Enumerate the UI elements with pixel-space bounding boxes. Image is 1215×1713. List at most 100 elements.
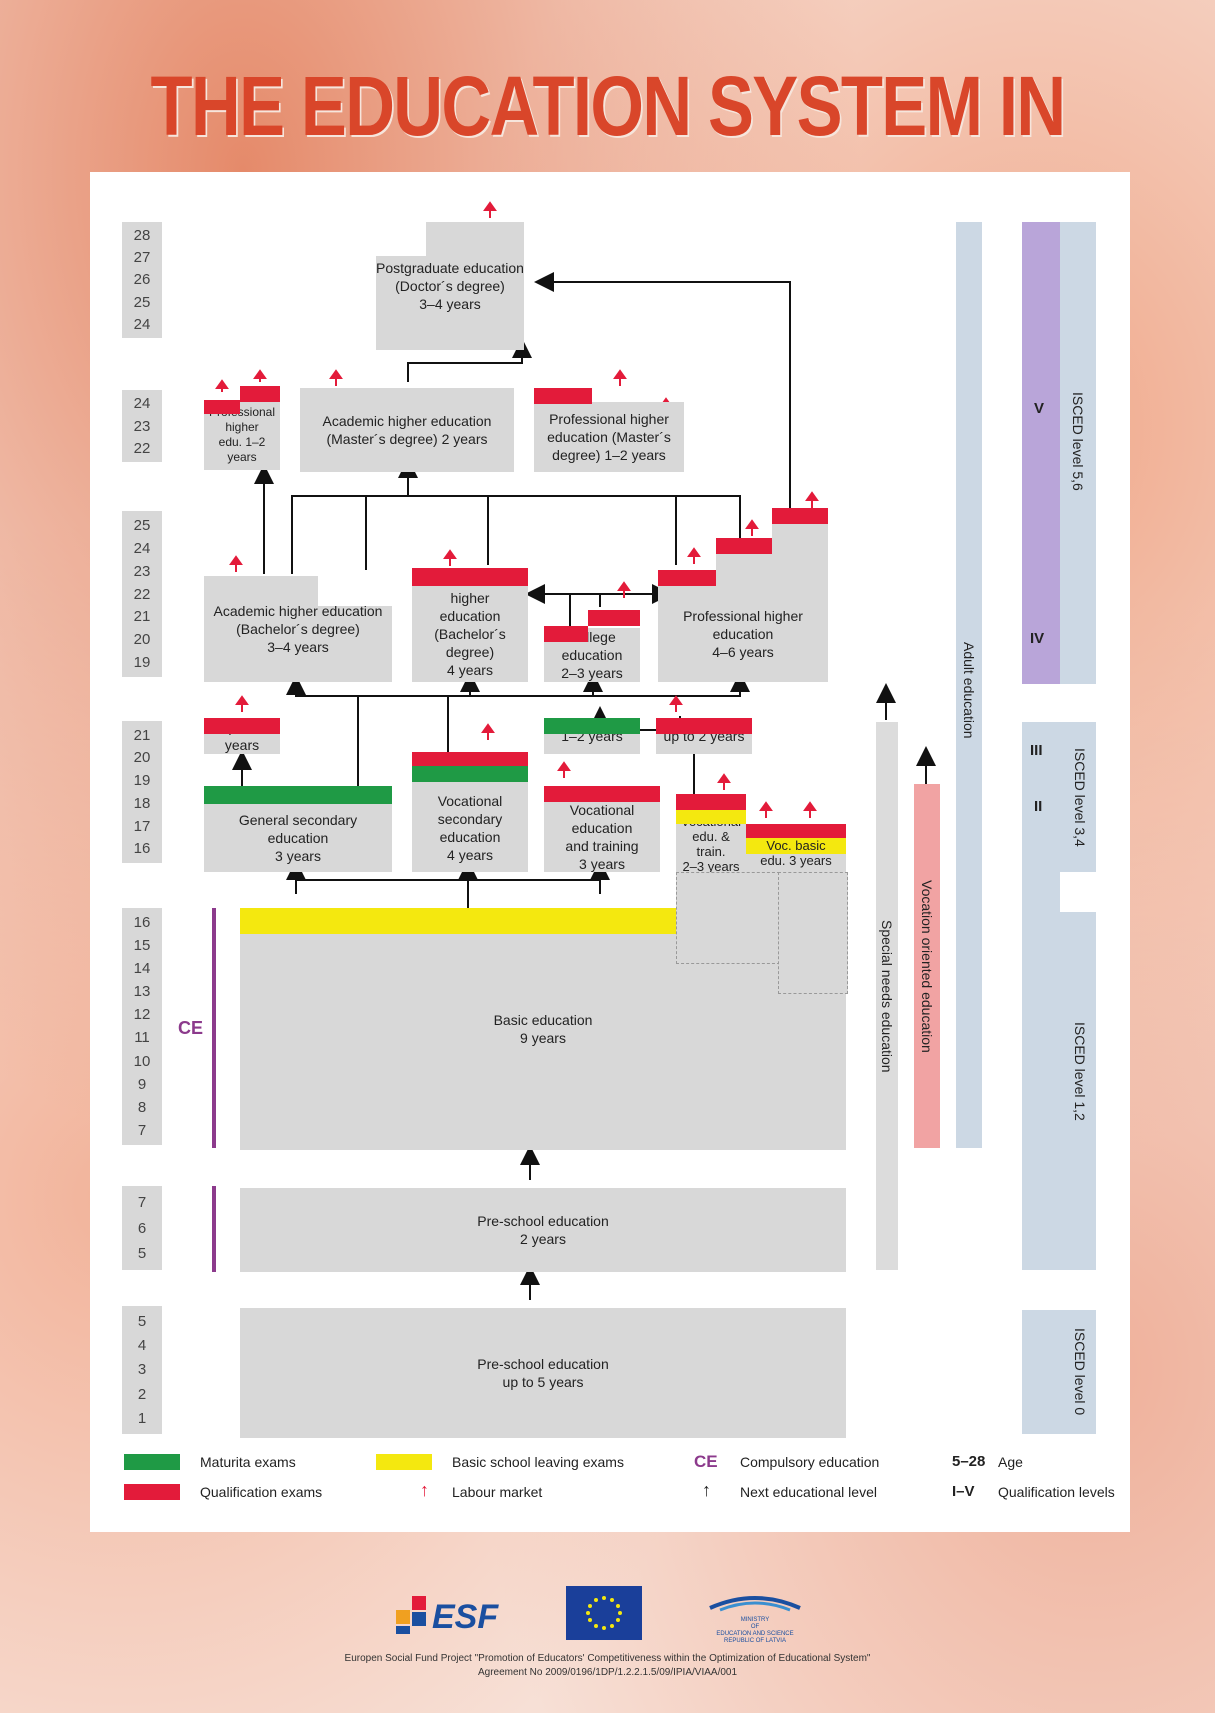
age-label: 23 — [133, 417, 151, 435]
legend-age: Age — [998, 1454, 1023, 1470]
notch — [318, 570, 394, 606]
age-label: 28 — [133, 227, 151, 245]
age-label: 5 — [137, 1244, 147, 1262]
notch — [376, 222, 426, 256]
ce-label: CE — [178, 1018, 204, 1038]
footer-line1: Europen Social Fund Project "Promotion o… — [344, 1653, 871, 1664]
legend-next-icon: ↑ — [702, 1480, 711, 1500]
box-prof-higher-short: Professional higher edu. 1–2 years — [204, 400, 280, 470]
qual-exam-bar — [746, 824, 846, 838]
age-label: 11 — [134, 1029, 150, 1047]
age-column-postgrad: 28 27 26 25 24 — [122, 222, 162, 338]
basic-exam-bar — [676, 810, 746, 824]
age-label: 9 — [137, 1075, 147, 1093]
legend-labour: Labour market — [452, 1484, 543, 1500]
legend-age-key: 5–28 — [952, 1453, 986, 1470]
legend-qual-swatch — [124, 1484, 180, 1500]
legend-qual-levels: Qualification levels — [998, 1484, 1115, 1500]
age-label: 7 — [137, 1121, 147, 1139]
age-label: 3 — [137, 1361, 147, 1379]
legend-labour-icon: ↑ — [420, 1480, 429, 1500]
legend-maturita-swatch — [124, 1454, 180, 1470]
eu-stars-icon — [586, 1596, 622, 1630]
vocation-oriented-bar: Vocation oriented education — [914, 784, 940, 1148]
maturita-bar — [412, 766, 528, 782]
isced-12: ISCED level 1,2 — [1022, 872, 1096, 1270]
age-label: 14 — [133, 960, 151, 978]
age-label: 22 — [133, 585, 151, 603]
age-label: 7 — [137, 1194, 147, 1212]
legend-ce-key: CE — [694, 1452, 718, 1471]
age-label: 24 — [133, 315, 151, 333]
box-college: College education 2–3 years — [544, 628, 640, 682]
book-icon — [709, 1596, 801, 1612]
age-label: 10 — [133, 1052, 151, 1070]
level-IV: IV — [1030, 630, 1045, 647]
qual-exam-bar — [676, 794, 746, 810]
maturita-bar — [204, 786, 392, 804]
basic-exam-bar — [240, 908, 676, 934]
age-label: 24 — [133, 539, 151, 557]
basic-exam-bar — [746, 838, 846, 854]
adult-education-bar: Adult education — [956, 222, 982, 1148]
box-academic-bachelor: Academic higher education (Bachelor´s de… — [204, 576, 392, 682]
dashed-voc-link — [676, 872, 780, 964]
qual-exam-bar — [656, 718, 752, 734]
age-label: 22 — [133, 439, 151, 457]
isced-34: ISCED level 3,4 — [1022, 722, 1096, 872]
age-label: 4 — [137, 1337, 147, 1355]
legend-qual-key: I–V — [952, 1483, 975, 1500]
age-label: 27 — [133, 249, 151, 267]
box-postgraduate: Postgraduate education (Doctor´s degree)… — [376, 222, 524, 350]
dashed-voc-basic-link — [778, 872, 848, 994]
age-label: 12 — [133, 1006, 151, 1024]
qual-exam-bar — [588, 610, 640, 626]
age-label: 21 — [133, 608, 151, 626]
voc-basic-label: Voc. basic — [766, 838, 826, 853]
esf-logo: ESF — [396, 1596, 526, 1640]
qual-exam-bar — [204, 400, 240, 414]
box-academic-master: Academic higher education (Master´s degr… — [300, 388, 514, 472]
ce-bar-preschool — [212, 1186, 216, 1272]
box-preschool-2: Pre-school education 2 years — [240, 1188, 846, 1272]
age-label: 23 — [133, 562, 151, 580]
age-label: 26 — [133, 271, 151, 289]
footer-line2: Agreement No 2009/0196/1DP/1.2.2.1.5/09/… — [477, 1667, 738, 1678]
legend-next: Next educational level — [740, 1484, 877, 1500]
age-label: 19 — [133, 772, 151, 790]
steps — [658, 508, 828, 586]
age-label: 20 — [133, 631, 151, 649]
age-label: 21 — [133, 726, 151, 744]
age-column-preschool2: 7 6 5 — [122, 1186, 162, 1270]
qual-exam-bar — [544, 786, 660, 802]
box-preschool-5: Pre-school education up to 5 years — [240, 1308, 846, 1438]
special-needs-bar: Special needs education — [876, 722, 898, 1270]
legend-basic: Basic school leaving exams — [452, 1454, 624, 1470]
level-III: III — [1030, 742, 1043, 759]
legend-basic-swatch — [376, 1454, 432, 1470]
level-V: V — [1034, 400, 1045, 417]
level-II: II — [1034, 798, 1043, 815]
qual-exam-bar — [240, 386, 280, 402]
isced-0: ISCED level 0 — [1022, 1310, 1096, 1434]
legend-ce: Compulsory education — [740, 1454, 880, 1470]
age-label: 8 — [137, 1098, 147, 1116]
legend-qual: Qualification exams — [200, 1484, 323, 1500]
age-label: 5 — [137, 1313, 147, 1331]
age-label: 19 — [133, 654, 151, 672]
ce-bar — [212, 908, 216, 1148]
qual-exam-bar — [544, 626, 588, 642]
qual-exam-bar — [412, 752, 528, 766]
eu-flag — [566, 1586, 642, 1640]
age-label: 25 — [133, 293, 151, 311]
qual-exam-bar — [534, 388, 592, 404]
notch — [1060, 872, 1096, 912]
isced-56-purple — [1022, 222, 1060, 684]
age-label: 6 — [137, 1219, 147, 1237]
maturita-bar — [544, 718, 640, 734]
